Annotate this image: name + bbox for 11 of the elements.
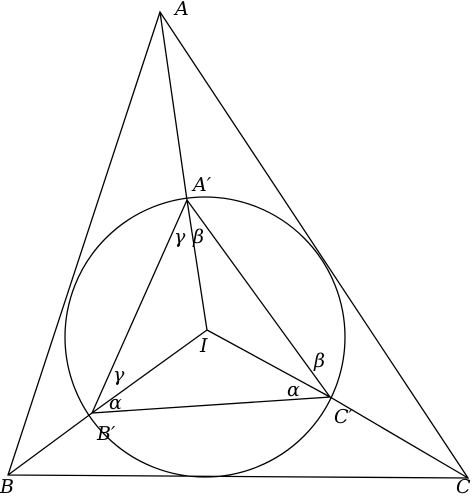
point-label: C	[456, 478, 471, 497]
angle-label: γ	[174, 228, 186, 247]
point-label: I	[200, 337, 208, 356]
angle-label: γ	[113, 366, 124, 385]
angle-label: α	[287, 381, 300, 400]
point-label: A	[175, 0, 189, 19]
point-label: C′	[334, 408, 353, 427]
point-label: B	[0, 478, 14, 497]
point-label: A′	[193, 176, 212, 195]
angle-label: β	[314, 352, 325, 371]
angle-label: α	[109, 394, 122, 413]
